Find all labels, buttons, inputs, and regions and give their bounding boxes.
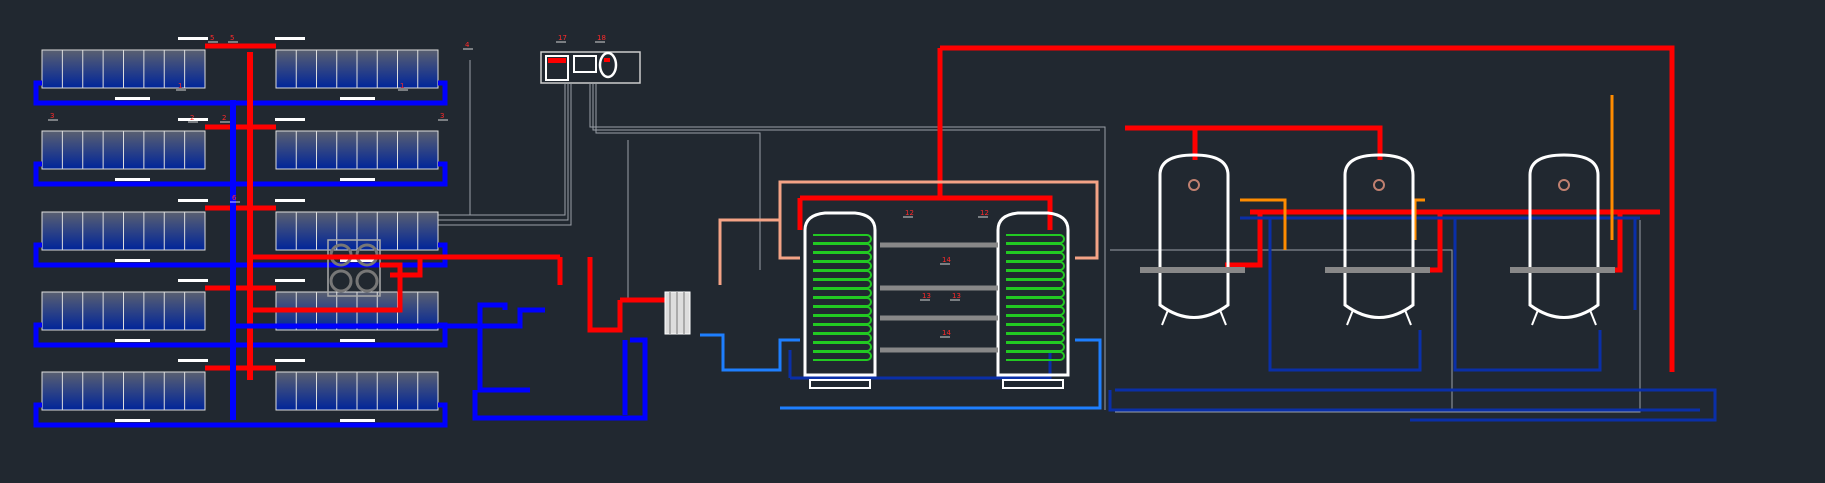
- supply-pipes: [250, 45, 1675, 372]
- callout-number: 12: [905, 209, 914, 217]
- solar-collector-array: [41, 371, 206, 411]
- collector-header-pipes: [33, 359, 448, 428]
- collector-risers: [230, 52, 253, 420]
- control-panel: [540, 51, 641, 84]
- callout-number: 4: [465, 41, 470, 49]
- callout-number: 12: [980, 209, 989, 217]
- callout-number: 1: [178, 82, 182, 90]
- solar-collector-array: [275, 211, 439, 251]
- callout-number: 13: [922, 292, 931, 300]
- heat-exchanger-loop: [718, 180, 1099, 285]
- solar-collector-array: [275, 130, 439, 170]
- solar-collector-array: [41, 211, 206, 251]
- callout-number: 5: [210, 34, 214, 42]
- plate-heat-exchanger: [664, 291, 691, 335]
- callout-number: 14: [942, 329, 951, 337]
- collector-header-pipes: [33, 118, 448, 187]
- cold-return-pipe: [700, 333, 1102, 410]
- return-pipes: [233, 302, 648, 421]
- collector-header-pipes: [33, 37, 448, 106]
- orange-pipes: [1240, 95, 1614, 250]
- callout-number: 2: [222, 114, 226, 122]
- callout-number: 3: [440, 112, 444, 120]
- callout-number: 2: [190, 114, 194, 122]
- storage-tank: [1510, 153, 1615, 326]
- callout-number: 13: [952, 292, 961, 300]
- callout-number: 6: [232, 194, 237, 202]
- solar-collector-array: [41, 291, 206, 331]
- buffer-tank: [803, 211, 877, 389]
- callout-number: 18: [597, 34, 606, 42]
- solar-collector-array: [275, 371, 439, 411]
- callout-number: 14: [942, 256, 951, 264]
- callout-number: 3: [50, 112, 54, 120]
- callout-number: 5: [230, 34, 234, 42]
- solar-collector-array: [41, 130, 206, 170]
- buffer-tank: [996, 211, 1070, 389]
- callout-number: 17: [558, 34, 567, 42]
- storage-tank: [1325, 153, 1430, 326]
- storage-tank: [1140, 153, 1245, 326]
- callout-number: 1: [400, 82, 404, 90]
- solar-collector-array: [275, 49, 439, 89]
- tank-connection-bars: [880, 242, 998, 353]
- solar-collector-array: [41, 49, 206, 89]
